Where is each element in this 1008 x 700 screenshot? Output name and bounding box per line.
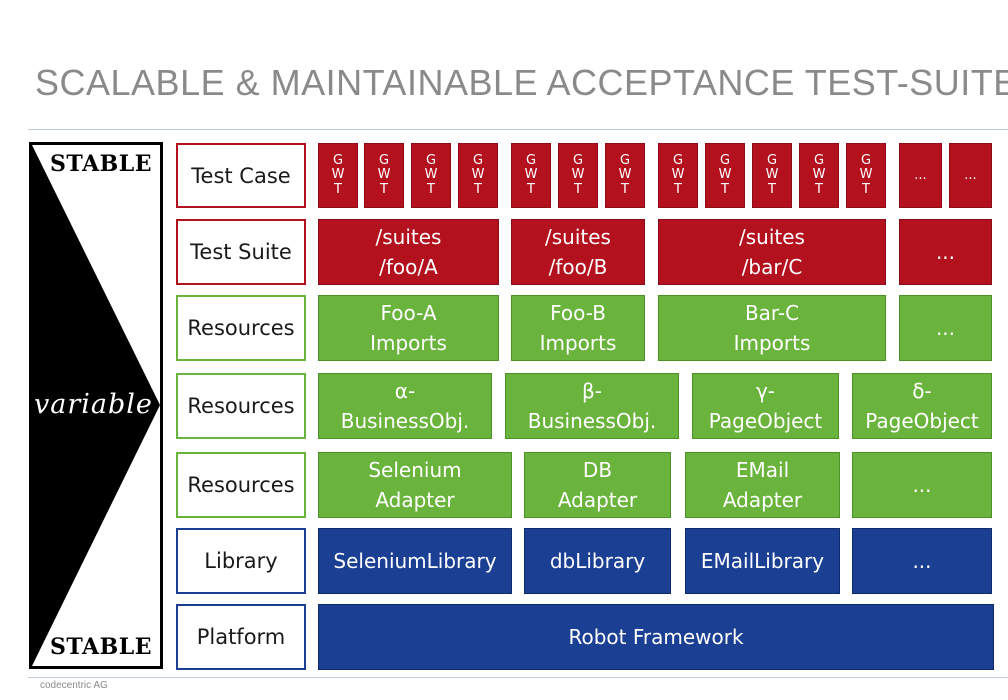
- row-label-platform: Platform: [176, 604, 306, 670]
- test-case-block: G W T: [799, 143, 839, 208]
- selenium-adapter-block: Selenium Adapter: [318, 452, 512, 518]
- library-more-block: ...: [852, 528, 992, 594]
- row-label-resources-objects: Resources: [176, 373, 306, 439]
- test-case-block: G W T: [558, 143, 598, 208]
- row-label-resources-imports: Resources: [176, 295, 306, 361]
- stability-panel: STABLE variable STABLE: [29, 142, 163, 669]
- foo-a-imports-block: Foo-A Imports: [318, 295, 499, 361]
- db-library-block: dbLibrary: [524, 528, 671, 594]
- row-label-test-suite: Test Suite: [176, 219, 306, 285]
- row-label-test-case: Test Case: [176, 143, 306, 208]
- beta-business-object-block: β- BusinessObj.: [505, 373, 679, 439]
- stability-arrow-shape: [32, 145, 160, 666]
- email-library-block: EMailLibrary: [685, 528, 840, 594]
- test-case-block: G W T: [364, 143, 404, 208]
- test-case-block: G W T: [846, 143, 886, 208]
- row-label-resources-adapters: Resources: [176, 452, 306, 518]
- alpha-business-object-block: α- BusinessObj.: [318, 373, 492, 439]
- selenium-library-block: SeleniumLibrary: [318, 528, 512, 594]
- title-divider: [28, 129, 1008, 130]
- test-case-more-block: ...: [949, 143, 992, 208]
- bar-c-imports-block: Bar-C Imports: [658, 295, 886, 361]
- suite-bar-c-block: /suites /bar/C: [658, 219, 886, 285]
- footer-divider: [28, 677, 1008, 678]
- foo-b-imports-block: Foo-B Imports: [511, 295, 645, 361]
- test-case-block: G W T: [705, 143, 745, 208]
- test-case-block: G W T: [752, 143, 792, 208]
- suite-foo-a-block: /suites /foo/A: [318, 219, 499, 285]
- db-adapter-block: DB Adapter: [524, 452, 671, 518]
- adapters-more-block: ...: [852, 452, 992, 518]
- email-adapter-block: EMail Adapter: [685, 452, 840, 518]
- variable-label: variable: [34, 389, 153, 420]
- row-label-library: Library: [176, 528, 306, 594]
- stable-bottom-label: STABLE: [50, 634, 152, 660]
- slide-title: SCALABLE & MAINTAINABLE ACCEPTANCE TEST-…: [35, 62, 1008, 103]
- suite-more-block: ...: [899, 219, 992, 285]
- test-case-block: G W T: [458, 143, 498, 208]
- imports-more-block: ...: [899, 295, 992, 361]
- footer-company: codecentric AG: [40, 680, 108, 691]
- test-case-block: G W T: [605, 143, 645, 208]
- stable-top-label: STABLE: [50, 151, 152, 177]
- delta-page-object-block: δ- PageObject: [852, 373, 992, 439]
- test-case-block: G W T: [658, 143, 698, 208]
- gamma-page-object-block: γ- PageObject: [692, 373, 839, 439]
- test-case-block: G W T: [318, 143, 358, 208]
- test-case-block: G W T: [511, 143, 551, 208]
- suite-foo-b-block: /suites /foo/B: [511, 219, 645, 285]
- test-case-block: G W T: [411, 143, 451, 208]
- robot-framework-block: Robot Framework: [318, 604, 994, 670]
- test-case-more-block: ...: [899, 143, 942, 208]
